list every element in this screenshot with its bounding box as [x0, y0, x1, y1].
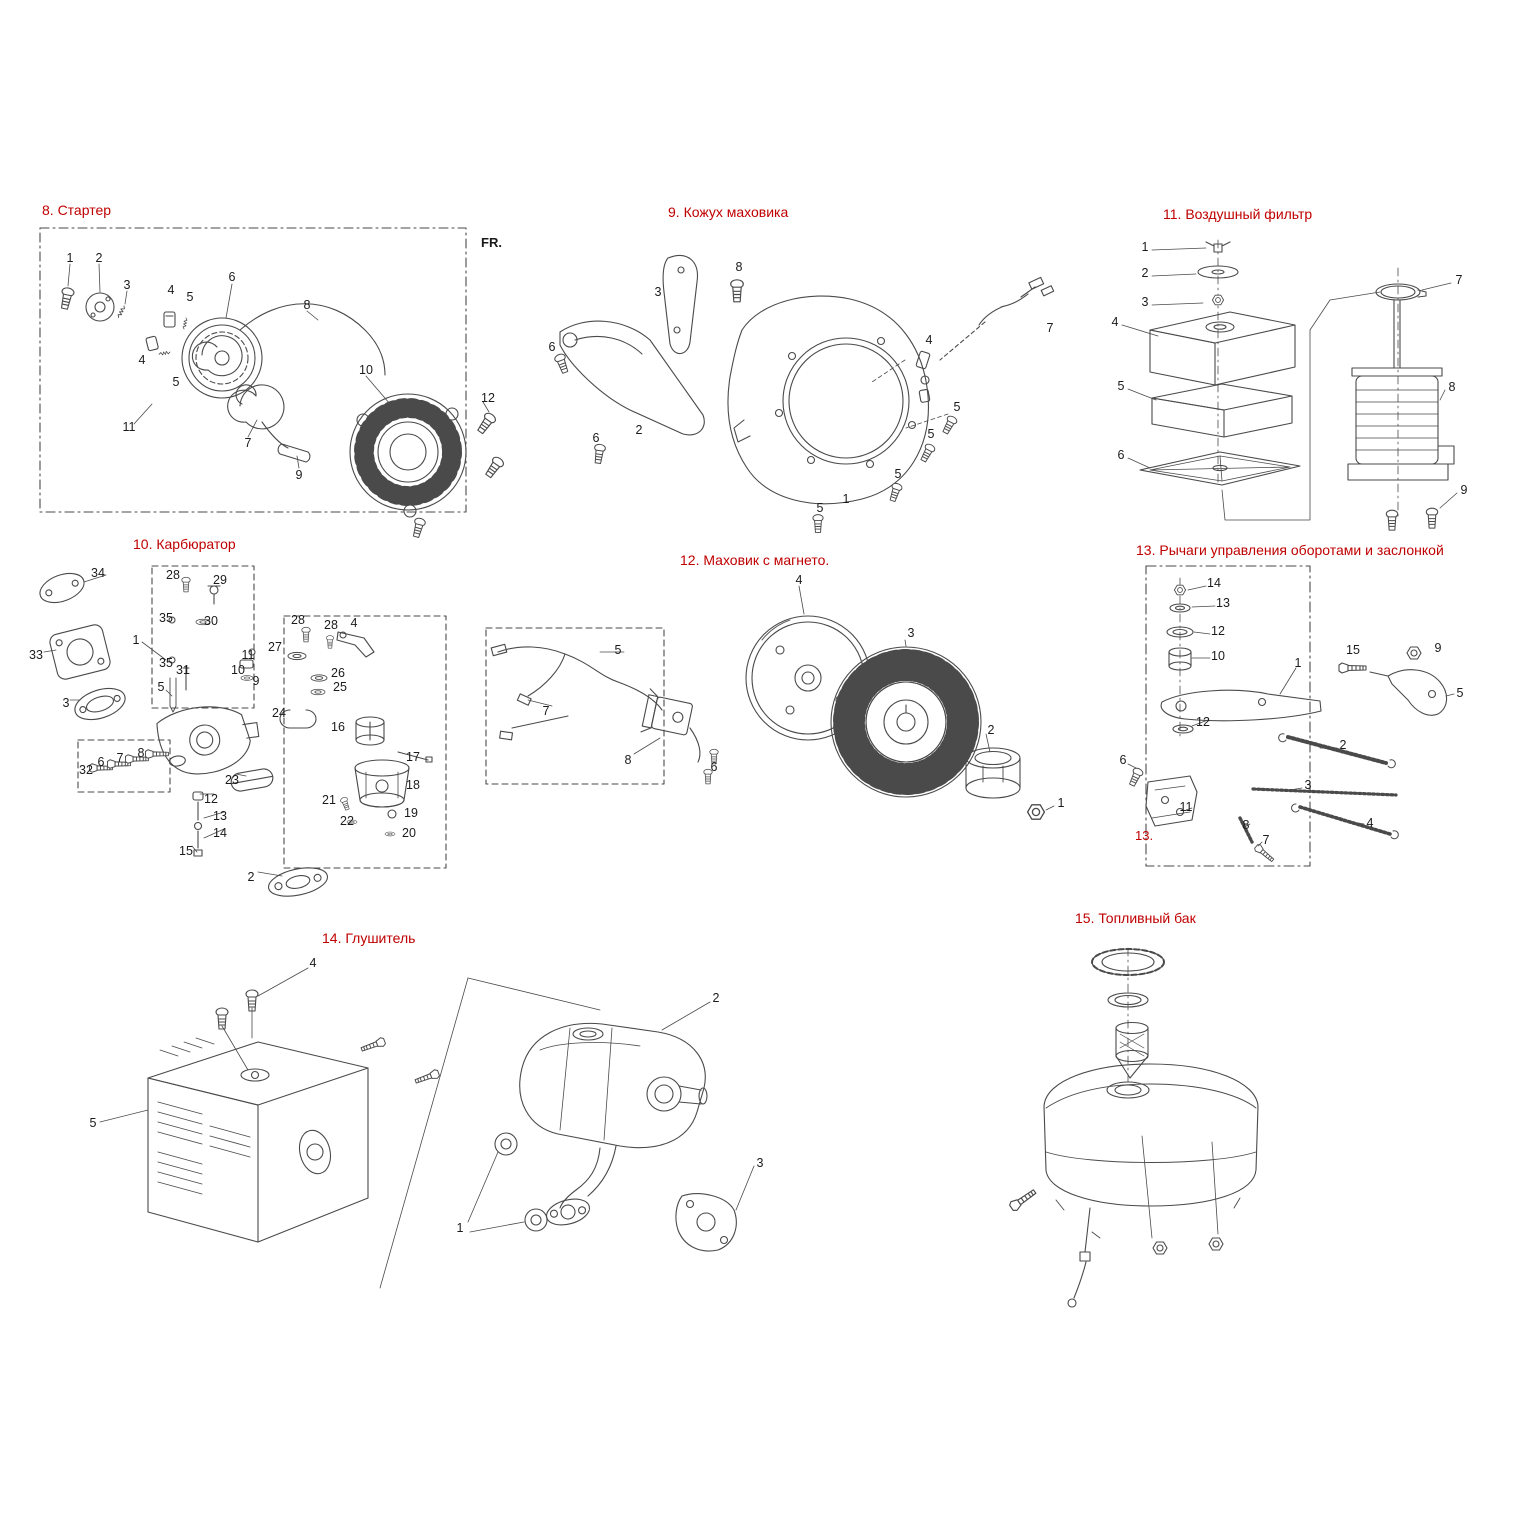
carburetor-diagram — [39, 565, 447, 897]
controls-sub-label: 13. — [1135, 828, 1154, 843]
section-title-controls: 13. Рычаги управления оборотами и заслон… — [1136, 542, 1444, 558]
fuel-tank-diagram — [1007, 947, 1259, 1308]
air-filter-diagram — [1121, 239, 1458, 531]
section-title-air-filter: 11. Воздушный фильтр — [1163, 206, 1313, 222]
section-title-starter: 8. Стартер — [42, 202, 112, 218]
controls-diagram — [1126, 565, 1455, 867]
section-title-muffler: 14. Глушитель — [322, 930, 416, 946]
muffler-diagram — [99, 967, 755, 1289]
section-title-carburetor: 10. Карбюратор — [133, 536, 236, 552]
flywheel-magneto-diagram — [485, 585, 1055, 820]
section-title-fuel-tank: 15. Топливный бак — [1075, 910, 1196, 926]
fr-direction-label: FR. — [481, 235, 502, 250]
flywheel-cover-diagram — [553, 255, 1055, 533]
starter-diagram — [39, 227, 506, 539]
section-title-flywheel-cover: 9. Кожух маховика — [668, 204, 789, 220]
section-title-flywheel-magneto: 12. Маховик с магнето. — [680, 552, 830, 568]
